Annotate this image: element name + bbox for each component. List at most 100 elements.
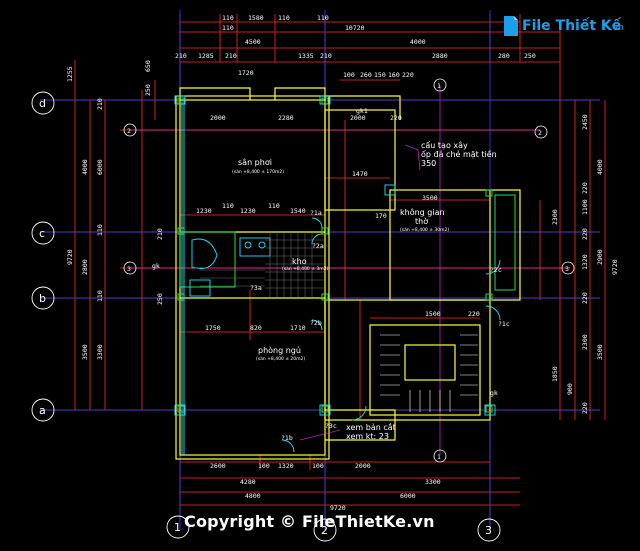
dim-mid: 1470 [352, 170, 368, 178]
dim-top: 150 [374, 71, 386, 79]
room-khong-gian: không gian [400, 207, 445, 217]
room-san-phoi: sân phơi [238, 158, 272, 167]
dim-right: 220 [581, 182, 589, 194]
room-kho-note: (sàn +8,400 ± 3m2) [282, 265, 329, 272]
dim-top: 10720 [345, 24, 365, 32]
dim-mid: 170 [375, 212, 387, 220]
label-gk-left: gk [152, 262, 160, 270]
logo-domain: .vn [610, 23, 624, 33]
room-phong-ngu: phòng ngủ [258, 345, 301, 355]
dim-left: 2800 [81, 259, 89, 275]
dim-mid: 3500 [422, 194, 438, 202]
dim-mid: 2280 [278, 114, 294, 122]
dim-bottom: 9720 [330, 504, 346, 512]
dim-top: 1285 [198, 52, 214, 60]
dim-top: 1335 [298, 52, 314, 60]
dim-bottom: 2000 [355, 462, 371, 470]
dim-right: 220 [581, 228, 589, 240]
dim-bottom: 100 [258, 462, 270, 470]
dim-left: 3500 [81, 344, 89, 360]
copyright-watermark: Copyright © FileThietKe.vn [184, 512, 435, 531]
axis-bubble-b [31, 286, 55, 310]
dim-left: 250 [156, 293, 164, 305]
label-misc: ?1b [281, 434, 293, 442]
section-mark-2-left: 2 [127, 127, 131, 135]
section-mark-1-top: 1 [437, 82, 441, 90]
label-misc: ?2b [310, 319, 322, 327]
label-misc: ?1c [498, 320, 510, 328]
note-cau-tao: cấu tạo xây [421, 140, 468, 151]
dim-top: 4500 [245, 38, 261, 46]
dim-mid: 220 [390, 114, 402, 122]
label-misc: ?1a [310, 209, 322, 217]
dim-left: 6000 [96, 159, 104, 175]
label-gk1: gk1 [356, 107, 368, 115]
room-khong-gian-note: (sàn +8,400 ± 30m2) [400, 226, 449, 233]
axis-bubble-d [31, 91, 55, 115]
dim-top: 280 [498, 52, 510, 60]
dim-mid: 1710 [290, 324, 306, 332]
site-logo: File Thiết Kế .vn [504, 16, 624, 36]
axis-bubble-1 [166, 515, 190, 539]
section-mark-2-right: 2 [538, 129, 542, 137]
dim-left: 3300 [96, 344, 104, 360]
dim-mid: 220 [468, 310, 480, 318]
dim-mid: 1230 [240, 207, 256, 215]
dim-mid: 1500 [425, 310, 441, 318]
dim-right: 4000 [596, 159, 604, 175]
dim-top: 250 [524, 52, 536, 60]
note-xem-ban-cat: xem bản cắt [346, 422, 396, 432]
label-misc: ?3c [325, 422, 337, 430]
label-misc: ?3a [250, 284, 262, 292]
dim-top: 110 [317, 14, 329, 22]
label-misc: ?2a [312, 242, 324, 250]
dim-right: 220 [581, 402, 589, 414]
axis-label-b: b [39, 292, 46, 305]
dim-left: 110 [96, 224, 104, 236]
dim-left: 110 [96, 290, 104, 302]
dim-top: 110 [222, 24, 234, 32]
dim-bottom: 2600 [210, 462, 226, 470]
axis-bubble-2 [313, 518, 337, 542]
dim-left: 1255 [66, 66, 74, 82]
axis-label-1: 1 [174, 521, 181, 534]
dim-top: 220 [402, 71, 414, 79]
dim-top: 210 [225, 52, 237, 60]
dim-top: 210 [175, 52, 187, 60]
dim-mid: 1540 [290, 207, 306, 215]
dim-right: 3500 [596, 344, 604, 360]
room-phong-ngu-note: (sàn +8,400 ± 20m2) [256, 355, 305, 362]
room-san-phoi-note: (sàn +8,400 ± 170m2) [232, 168, 284, 175]
dim-bottom: 6000 [400, 492, 416, 500]
dim-left: 250 [144, 84, 152, 96]
axis-label-2: 2 [321, 524, 328, 537]
dim-left: 4000 [81, 159, 89, 175]
axis-label-d: d [39, 97, 46, 110]
dim-top: 1720 [238, 69, 254, 77]
logo-mark-icon [504, 16, 518, 36]
axis-label-c: c [39, 227, 45, 240]
dim-top: 110 [222, 14, 234, 22]
dim-bottom: 1320 [278, 462, 294, 470]
label-misc: ?2c [490, 266, 502, 274]
note-xem-kt: xem kt: 23 [346, 432, 389, 441]
dim-bottom: 4280 [240, 478, 256, 486]
dim-top: 4000 [410, 38, 426, 46]
dim-left: 210 [96, 98, 104, 110]
dim-right: 1100 [581, 199, 589, 215]
dim-mid: 1230 [196, 207, 212, 215]
dim-right: 2450 [581, 114, 589, 130]
section-mark-3-left: 3 [127, 265, 131, 273]
dim-right: 220 [581, 292, 589, 304]
dim-bottom: 100 [312, 462, 324, 470]
note-350: 350 [421, 159, 436, 168]
dim-left: 650 [144, 60, 152, 72]
axis-label-a: a [39, 404, 46, 417]
dim-top: 100 [343, 71, 355, 79]
dim-bottom: 4800 [245, 492, 261, 500]
dim-mid: 2000 [210, 114, 226, 122]
dim-top: 160 [388, 71, 400, 79]
dim-top: 2880 [432, 52, 448, 60]
dim-right: 2900 [596, 249, 604, 265]
